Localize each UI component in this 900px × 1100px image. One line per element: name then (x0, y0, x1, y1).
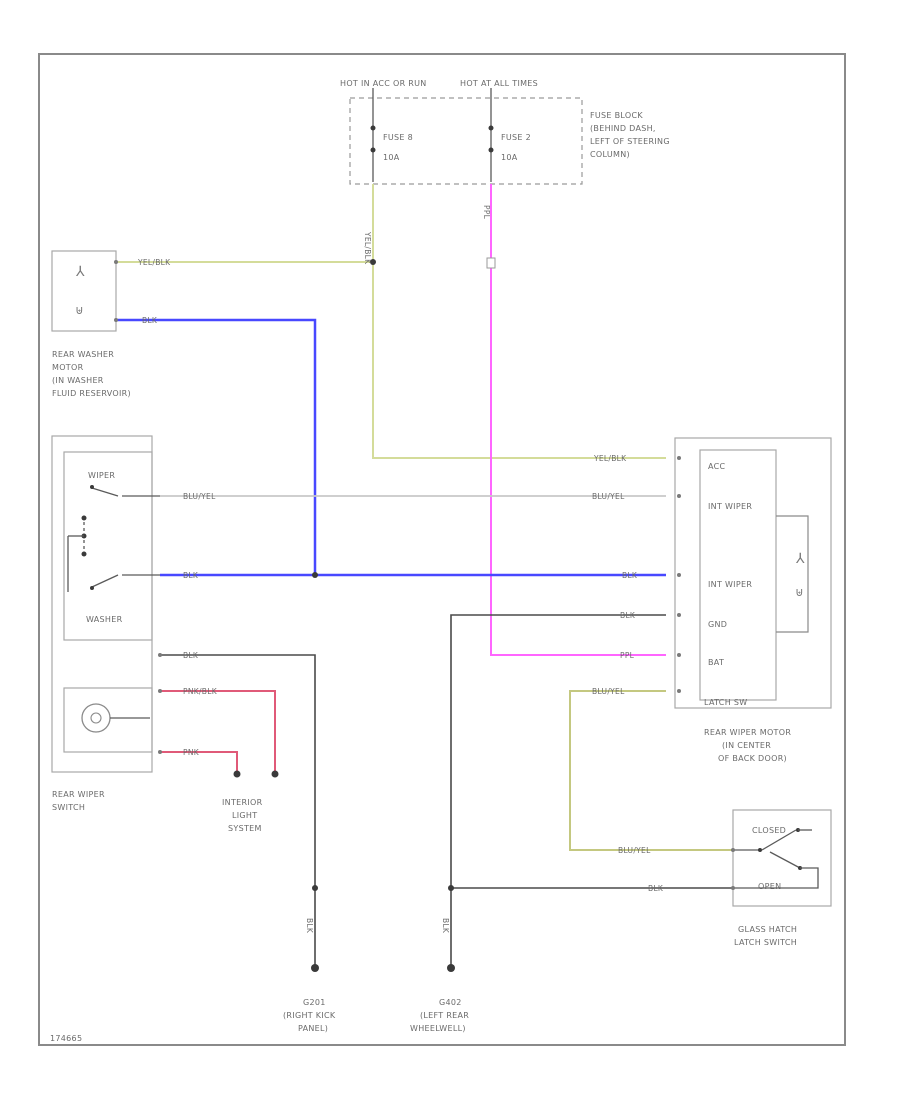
motor-icon: ⊎ (795, 585, 804, 599)
hot-acc-label: HOT IN ACC OR RUN (340, 79, 427, 88)
wire-label-blu-yel-latch: BLU/YEL (618, 846, 651, 855)
interior-light-label-3: SYSTEM (228, 824, 262, 833)
washer-motor-label-3: (IN WASHER (52, 376, 104, 385)
wire-label-blk-washer: BLK (142, 316, 158, 325)
switch-illumination-lamp-icon (81, 703, 111, 733)
rear-wiper-motor: ACC INT WIPER INT WIPER GND BAT LATCH SW… (674, 437, 832, 763)
wire-label-pnk-blk: PNK/BLK (183, 687, 218, 696)
washer-position-label: WASHER (86, 615, 123, 624)
ground-g201: G201 (RIGHT KICK PANEL) (283, 964, 336, 1033)
ground-g201-icon (311, 964, 319, 972)
wire-label-blu-yel-motor: BLU/YEL (592, 492, 625, 501)
wire-yel-blk-main (372, 184, 666, 459)
wire-label-blk-g201: BLK (305, 918, 314, 934)
wiper-position-label: WIPER (88, 471, 115, 480)
wire-label-ppl-bat: PPL (620, 651, 635, 660)
motor-pin-int-wiper-1: INT WIPER (708, 502, 752, 511)
ground-g402-loc-1: (LEFT REAR (420, 1011, 469, 1020)
motor-pin-gnd: GND (708, 620, 727, 629)
fuse-2-rating: 10A (501, 153, 518, 162)
diagram-frame (38, 53, 846, 1046)
ground-g201-loc-1: (RIGHT KICK (283, 1011, 336, 1020)
wire-label-ppl-vertical: PPL (482, 205, 491, 220)
wire-label-blk-latch: BLK (648, 884, 664, 893)
wire-ppl (490, 184, 666, 656)
ground-g201-id: G201 (303, 998, 326, 1007)
wire-label-blk-gnd: BLK (620, 611, 636, 620)
latch-open-label: OPEN (758, 882, 781, 891)
latch-switch-label-2: LATCH SWITCH (734, 938, 797, 947)
figure-id: 174665 (50, 1034, 82, 1043)
latch-closed-label: CLOSED (752, 826, 786, 835)
washer-motor-label-1: REAR WASHER (52, 350, 114, 359)
ground-g201-loc-2: PANEL) (298, 1024, 328, 1033)
washer-motor-label-2: MOTOR (52, 363, 84, 372)
fuse-block-location-1: FUSE BLOCK (590, 111, 643, 120)
wire-pnk-blk (160, 690, 276, 772)
wiper-motor-label-3: OF BACK DOOR) (718, 754, 787, 763)
washer-terminal-icon: ⅄ (75, 264, 85, 280)
wiper-motor-label-2: (IN CENTER (722, 741, 771, 750)
wire-label-yel-blk-acc: YEL/BLK (593, 454, 627, 463)
wire-blk-gnd-motor (450, 614, 666, 968)
fuse-block-location-4: COLUMN) (590, 150, 630, 159)
wire-blk-g201 (160, 654, 316, 968)
wire-label-blk-g201-switch: BLK (183, 651, 199, 660)
fuse-block: HOT IN ACC OR RUN HOT AT ALL TIMES FUSE … (340, 79, 670, 185)
wire-label-blk-motor: BLK (622, 571, 638, 580)
wire-label-blk-g402: BLK (441, 918, 450, 934)
fuse-8-rating: 10A (383, 153, 400, 162)
wire-label-yel-blk-vertical: YEL/BLK (363, 231, 372, 265)
rear-wiper-switch: WIPER WASHER REAR WIPER SWITCH (51, 435, 162, 812)
wire-blu-yel-latch (569, 690, 733, 851)
ground-g402-icon (447, 964, 455, 972)
ground-g402-loc-2: WHEELWELL) (410, 1024, 466, 1033)
interior-light-label-1: INTERIOR (222, 798, 263, 807)
wire-label-pnk: PNK (183, 748, 200, 757)
glass-hatch-latch-switch: CLOSED OPEN GLASS HATCH LATCH SWITCH (731, 809, 832, 947)
motor-pin-latch-sw: LATCH SW (704, 698, 747, 707)
wiper-switch-label-2: SWITCH (52, 803, 85, 812)
rear-washer-motor: ⅄ ⊎ REAR WASHER MOTOR (IN WASHER FLUID R… (51, 250, 131, 398)
wiper-motor-label-1: REAR WIPER MOTOR (704, 728, 791, 737)
ground-g402: G402 (LEFT REAR WHEELWELL) (410, 964, 469, 1033)
washer-motor-icon: ⊎ (75, 303, 84, 317)
hot-all-times-label: HOT AT ALL TIMES (460, 79, 538, 88)
motor-terminal-icon: ⅄ (795, 551, 805, 567)
wire-pnk (160, 751, 238, 772)
fuse-8-label: FUSE 8 (383, 133, 413, 142)
fuse-2-label: FUSE 2 (501, 133, 531, 142)
motor-pin-bat: BAT (708, 658, 724, 667)
wire-label-blk-switch: BLK (183, 571, 199, 580)
wire-label-yel-blk-washer: YEL/BLK (137, 258, 171, 267)
motor-pin-int-wiper-2: INT WIPER (708, 580, 752, 589)
latch-switch-label-1: GLASS HATCH (738, 925, 797, 934)
interior-light-label-2: LIGHT (232, 811, 257, 820)
motor-pin-acc: ACC (708, 462, 726, 471)
wire-label-blu-yel-switch: BLU/YEL (183, 492, 216, 501)
fuse-block-location-3: LEFT OF STEERING (590, 137, 670, 146)
wiper-switch-label-1: REAR WIPER (52, 790, 105, 799)
fuse-block-location-2: (BEHIND DASH, (590, 124, 656, 133)
wire-label-blu-yel-latchsw: BLU/YEL (592, 687, 625, 696)
washer-motor-label-4: FLUID RESERVOIR) (52, 389, 131, 398)
wire-blk-washer (116, 318, 317, 575)
ground-g402-id: G402 (439, 998, 462, 1007)
